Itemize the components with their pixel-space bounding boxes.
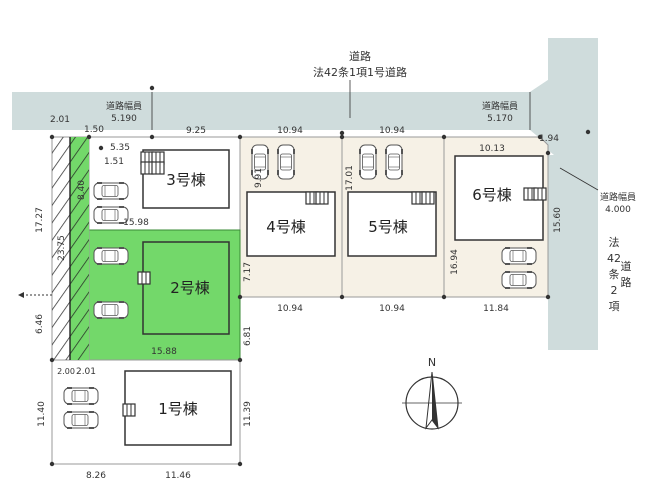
house-5-label: 5号棟 [368, 218, 408, 236]
road-width-left-label: 道路幅員 [106, 100, 142, 112]
north-arrow-icon [402, 371, 462, 430]
dim-194: 1.94 [539, 134, 559, 144]
road-right-char-6: 路 [621, 276, 632, 289]
building-2 [142, 241, 230, 335]
dim-925: 9.25 [186, 126, 206, 136]
road-right-char-5: 道 [621, 259, 632, 273]
dim-1560: 15.60 [553, 207, 563, 233]
dim-150: 1.50 [84, 125, 104, 135]
road-top-line1: 道路 [349, 49, 371, 63]
road-junction [530, 38, 598, 160]
dim-1013: 10.13 [479, 144, 505, 154]
dim-1701: 17.01 [345, 165, 355, 191]
house-3-label: 3号棟 [166, 171, 206, 189]
dim-1694: 16.94 [450, 249, 460, 275]
dim-646: 6.46 [35, 314, 45, 334]
house-2-label: 2号棟 [170, 279, 210, 297]
road-right-char-0: 法 [609, 235, 620, 249]
dim-1094-c: 10.94 [277, 304, 303, 314]
boundary-pins [49, 85, 591, 467]
dim-535: 5.35 [110, 143, 130, 153]
road-top-line2: 法42条1項1号道路 [313, 65, 407, 79]
top-road [12, 92, 548, 130]
north-label: N [428, 356, 436, 369]
building-5 [347, 191, 437, 257]
road-width-right-value: 4.000 [605, 205, 631, 215]
road-right-char-4: 項 [609, 300, 620, 313]
dim-991: 9.91 [254, 168, 264, 188]
dim-1139: 11.39 [243, 401, 253, 427]
dim-1094-d: 10.94 [379, 304, 405, 314]
road-width-left-value: 5.190 [111, 114, 137, 124]
house-1-label: 1号棟 [158, 400, 198, 418]
road-width-mid-label: 道路幅員 [482, 100, 518, 112]
dim-201-top: 2.01 [50, 115, 70, 125]
house-4-label: 4号棟 [266, 218, 306, 236]
dim-840: 8.40 [77, 180, 87, 200]
road-right-label: 法 42 条 2 項 道 路 [607, 235, 632, 313]
dim-1146: 11.46 [165, 471, 191, 481]
dim-1588: 15.88 [151, 347, 177, 357]
road-width-right-label: 道路幅員 [600, 191, 636, 203]
dim-1184: 11.84 [483, 304, 509, 314]
road-right-char-2: 条 [609, 267, 620, 281]
dim-1094-a: 10.94 [277, 126, 303, 136]
road-area [12, 38, 598, 350]
house-6-label: 6号棟 [472, 186, 512, 204]
road-right-char-3: 2 [611, 284, 618, 297]
dim-1094-b: 10.94 [379, 126, 405, 136]
dim-717: 7.17 [243, 262, 253, 282]
dim-1598: 15.98 [123, 218, 149, 228]
dim-200: 2.00 [57, 367, 75, 376]
dim-2375: 23.75 [57, 235, 67, 261]
road-right-char-1: 42 [607, 252, 621, 265]
right-road [548, 155, 598, 350]
dim-151: 1.51 [104, 157, 124, 167]
exit-arrow [18, 292, 52, 298]
dim-1140: 11.40 [37, 401, 47, 427]
dim-826: 8.26 [86, 471, 106, 481]
dim-1727: 17.27 [35, 207, 45, 233]
dim-201-bottom: 2.01 [76, 367, 96, 377]
dimension-labels: 2.01 1.50 5.35 1.51 9.25 10.94 10.94 1.9… [35, 115, 563, 481]
dim-681: 6.81 [243, 326, 253, 346]
road-width-mid-value: 5.170 [487, 114, 513, 124]
